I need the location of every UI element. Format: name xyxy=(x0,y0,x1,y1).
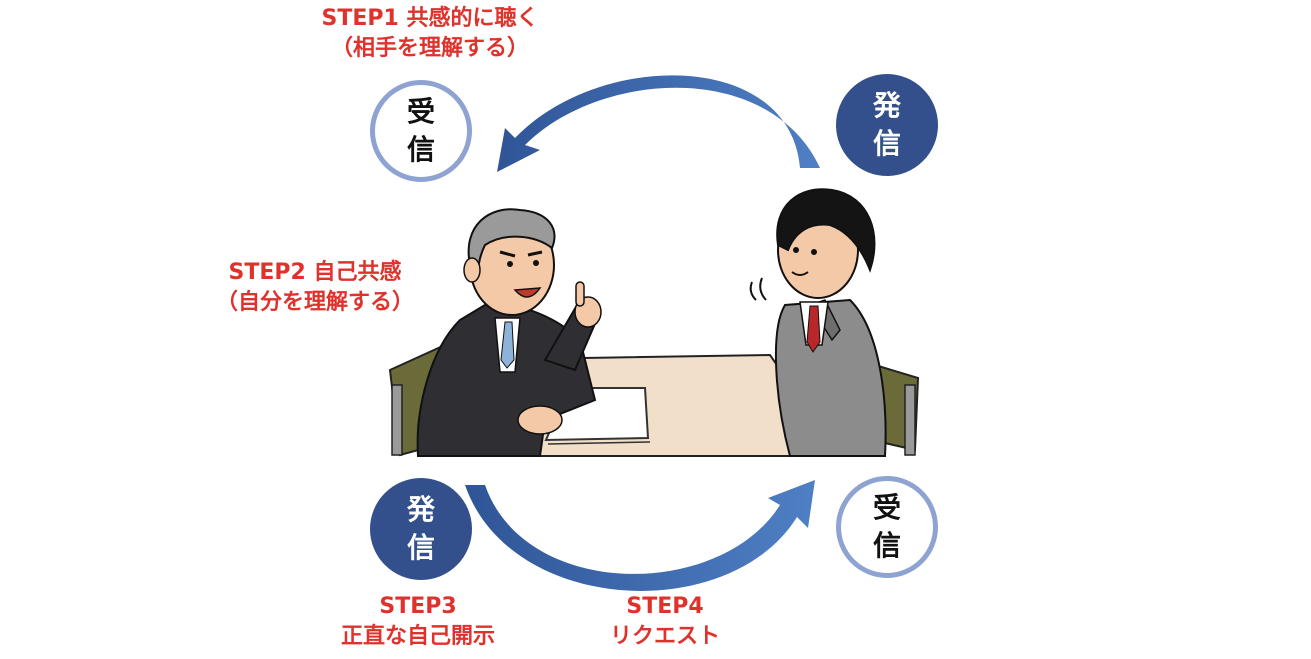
badge-char: 受 xyxy=(406,95,435,128)
step1-label: STEP1 共感的に聴く （相手を理解する） xyxy=(300,4,560,64)
badge-char: 発 xyxy=(872,89,901,122)
step3-subtitle: 正直な自己開示 xyxy=(340,624,495,649)
step4-title: STEP4 xyxy=(626,594,704,619)
top-cycle-arrow xyxy=(497,75,820,172)
step4-subtitle: リクエスト xyxy=(609,624,720,649)
step1-subtitle: （相手を理解する） xyxy=(330,36,529,61)
badge-char: 信 xyxy=(872,127,901,160)
step3-label: STEP3 正直な自己開示 xyxy=(318,592,518,652)
badge-char: 受 xyxy=(872,491,901,524)
step2-label: STEP2 自己共感 （自分を理解する） xyxy=(200,258,430,318)
step4-label: STEP4 リクエスト xyxy=(590,592,740,652)
older-businessman xyxy=(416,208,602,457)
badge-char: 発 xyxy=(406,493,435,526)
bottom-cycle-arrow xyxy=(465,480,815,591)
badge-char: 信 xyxy=(406,133,435,166)
receive-badge-top-left: 受 信 xyxy=(370,80,472,182)
step1-title: STEP1 共感的に聴く xyxy=(321,6,539,31)
step3-title: STEP3 xyxy=(379,594,457,619)
badge-char: 信 xyxy=(872,529,901,562)
send-badge-top-right: 発 信 xyxy=(836,74,938,176)
young-businessman xyxy=(749,188,887,457)
step2-title: STEP2 自己共感 xyxy=(228,260,402,285)
badge-char: 信 xyxy=(406,531,435,564)
step2-subtitle: （自分を理解する） xyxy=(215,290,414,315)
send-badge-bottom-left: 発 信 xyxy=(370,478,472,580)
receive-badge-bottom-right: 受 信 xyxy=(836,476,938,578)
